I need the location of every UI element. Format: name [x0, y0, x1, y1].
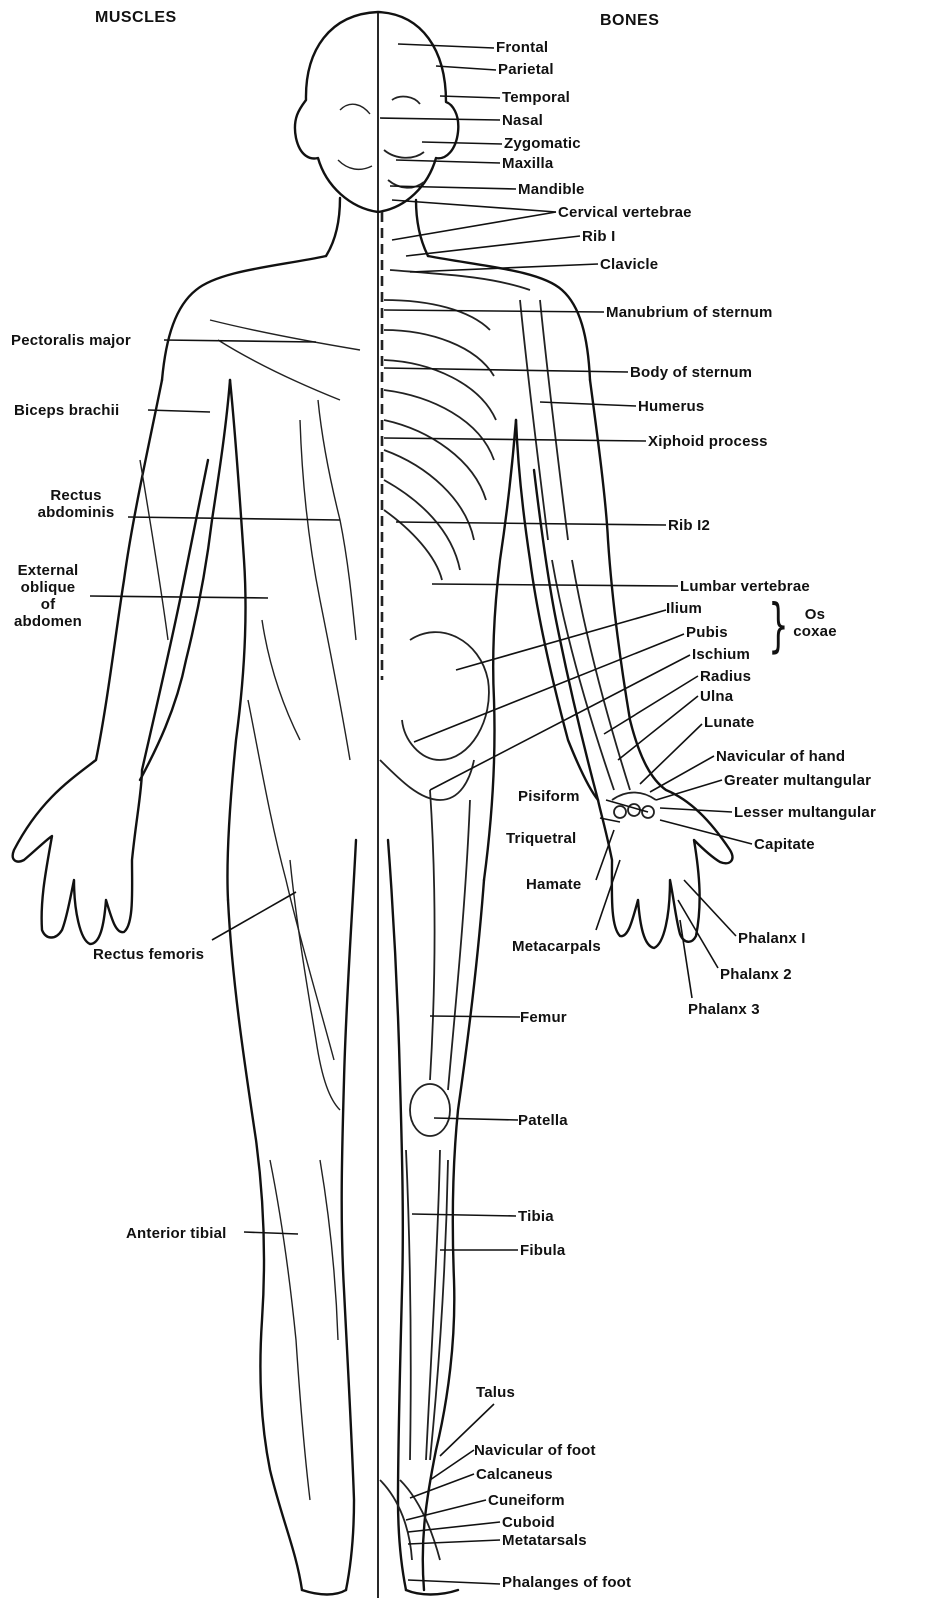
label-anterior-tibial: Anterior tibial	[126, 1225, 227, 1242]
label-greater-multangular: Greater multangular	[724, 772, 871, 789]
label-temporal: Temporal	[502, 89, 570, 106]
label-nasal: Nasal	[502, 112, 543, 129]
label-external-oblique-line3: of	[6, 596, 90, 613]
label-lesser-multangular: Lesser multangular	[734, 804, 876, 821]
label-rectus-abdominis-line1: Rectus	[26, 487, 126, 504]
label-os-coxae: Os coxae	[790, 606, 840, 640]
label-os-coxae-line1: Os	[790, 606, 840, 623]
label-phalanx1: Phalanx I	[738, 930, 806, 947]
label-metacarpals: Metacarpals	[512, 938, 601, 955]
label-patella: Patella	[518, 1112, 568, 1129]
label-navicular-of-hand: Navicular of hand	[716, 748, 845, 765]
label-phalanx3: Phalanx 3	[688, 1001, 760, 1018]
label-metatarsals: Metatarsals	[502, 1532, 587, 1549]
label-rib12: Rib I2	[668, 517, 710, 534]
os-coxae-brace: }	[768, 596, 788, 654]
label-clavicle: Clavicle	[600, 256, 658, 273]
label-zygomatic: Zygomatic	[504, 135, 581, 152]
label-frontal: Frontal	[496, 39, 548, 56]
label-ilium: Ilium	[666, 600, 702, 617]
label-rectus-abdominis-line2: abdominis	[26, 504, 126, 521]
label-radius: Radius	[700, 668, 751, 685]
label-maxilla: Maxilla	[502, 155, 553, 172]
label-calcaneus: Calcaneus	[476, 1466, 553, 1483]
label-parietal: Parietal	[498, 61, 554, 78]
label-external-oblique-line1: External	[6, 562, 90, 579]
label-femur: Femur	[520, 1009, 567, 1026]
label-pectoralis-major: Pectoralis major	[11, 332, 131, 349]
label-cuboid: Cuboid	[502, 1514, 555, 1531]
label-pubis: Pubis	[686, 624, 728, 641]
label-os-coxae-line2: coxae	[790, 623, 840, 640]
label-navicular-of-foot: Navicular of foot	[474, 1442, 596, 1459]
label-fibula: Fibula	[520, 1242, 565, 1259]
label-lunate: Lunate	[704, 714, 754, 731]
label-body-of-sternum: Body of sternum	[630, 364, 752, 381]
label-phalanges-of-foot: Phalanges of foot	[502, 1574, 631, 1591]
label-external-oblique-line4: abdomen	[6, 613, 90, 630]
label-mandible: Mandible	[518, 181, 585, 198]
bones-heading: BONES	[600, 12, 659, 29]
label-triquetral: Triquetral	[506, 830, 576, 847]
label-biceps-brachii: Biceps brachii	[14, 402, 119, 419]
label-lumbar-vertebrae: Lumbar vertebrae	[680, 578, 810, 595]
label-ischium: Ischium	[692, 646, 750, 663]
label-phalanx2: Phalanx 2	[720, 966, 792, 983]
label-rectus-abdominis: Rectus abdominis	[26, 487, 126, 521]
label-pisiform: Pisiform	[518, 788, 580, 805]
label-external-oblique: External oblique of abdomen	[6, 562, 90, 630]
label-rib1: Rib I	[582, 228, 616, 245]
label-talus: Talus	[476, 1384, 515, 1401]
label-xiphoid: Xiphoid process	[648, 433, 768, 450]
label-cervical-vertebrae: Cervical vertebrae	[558, 204, 692, 221]
label-cuneiform: Cuneiform	[488, 1492, 565, 1509]
label-hamate: Hamate	[526, 876, 581, 893]
label-tibia: Tibia	[518, 1208, 554, 1225]
muscle-details	[140, 104, 372, 1500]
muscles-heading: MUSCLES	[95, 9, 177, 26]
label-capitate: Capitate	[754, 836, 815, 853]
label-external-oblique-line2: oblique	[6, 579, 90, 596]
label-ulna: Ulna	[700, 688, 733, 705]
label-rectus-femoris: Rectus femoris	[93, 946, 204, 963]
label-manubrium: Manubrium of sternum	[606, 304, 773, 321]
label-humerus: Humerus	[638, 398, 704, 415]
